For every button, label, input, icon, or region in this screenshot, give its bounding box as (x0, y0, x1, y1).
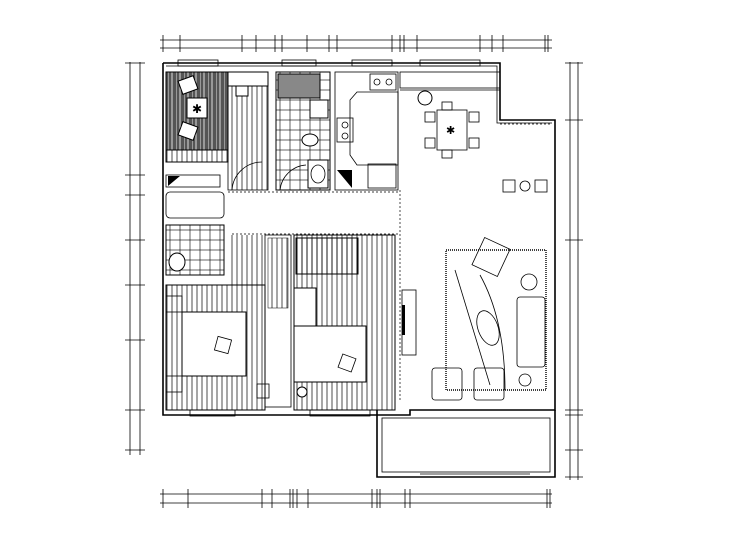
centerpiece-icon: ✱ (446, 125, 455, 137)
room-bathroom-2 (165, 174, 225, 276)
dimension-lines-top (160, 35, 552, 52)
wardrobe (256, 234, 292, 408)
room-study: ✱ (165, 71, 229, 163)
dimension-lines-right (565, 62, 583, 480)
room-laundry (227, 71, 269, 191)
room-dining: ✱ (399, 71, 548, 193)
room-second-bedroom (293, 234, 396, 411)
room-kitchen (334, 71, 399, 191)
tv-cabinet (401, 289, 417, 356)
room-hallway (228, 190, 401, 400)
dimension-lines-bottom (160, 489, 552, 508)
plant-icon: ✱ (192, 102, 202, 116)
dimension-lines-left (125, 62, 145, 455)
room-master-bedroom (165, 235, 266, 411)
room-bathroom-1 (275, 71, 331, 191)
room-living (412, 123, 552, 411)
